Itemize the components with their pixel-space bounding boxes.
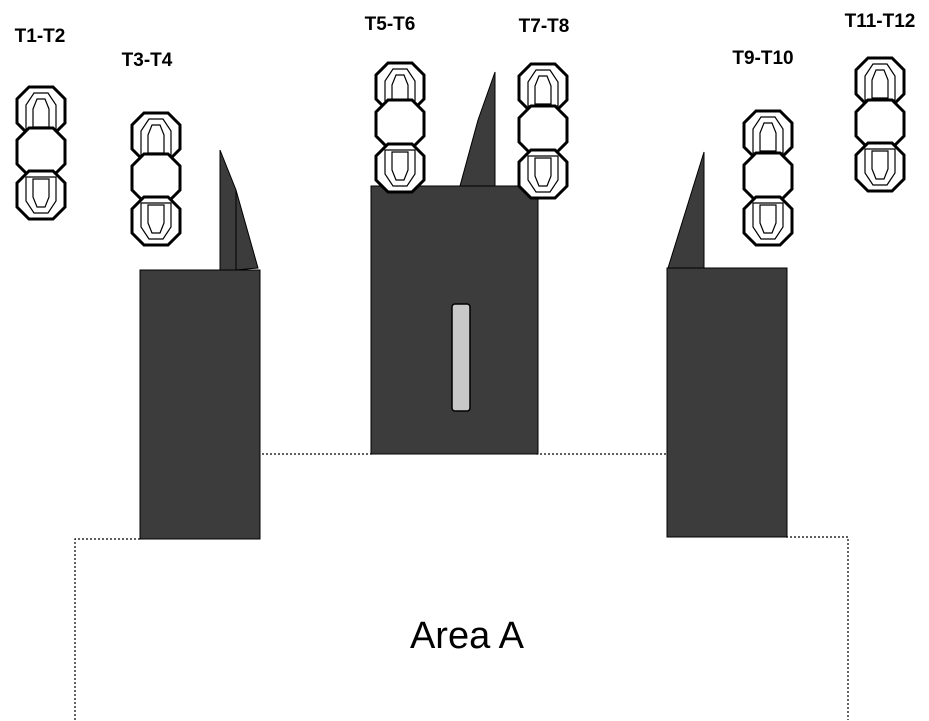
target-label-t1-t2: T1-T2 <box>15 26 66 47</box>
target-label-t9-t10: T9-T10 <box>732 48 793 69</box>
target-symbol-t5-t6 <box>374 61 426 194</box>
building-center <box>370 71 539 455</box>
building-left-fin <box>219 149 237 271</box>
target-label-t5-t6: T5-T6 <box>365 14 416 35</box>
building-right <box>666 151 788 538</box>
building-right-fin <box>667 151 705 269</box>
target-symbol-t3-t4 <box>130 111 182 247</box>
building-left-fin-side <box>235 189 259 271</box>
target-symbol-t1-t2 <box>15 85 67 221</box>
building-center-fin <box>459 71 496 187</box>
area-label: Area A <box>410 615 525 657</box>
target-symbol-t11-t12 <box>854 56 906 193</box>
target-label-t11-t12: T11-T12 <box>845 11 916 32</box>
target-symbol-t9-t10 <box>742 109 794 247</box>
target-label-t3-t4: T3-T4 <box>122 50 173 71</box>
building-left <box>139 149 261 540</box>
building-left-body <box>139 269 261 540</box>
area-boundary <box>74 453 849 720</box>
target-label-t7-t8: T7-T8 <box>519 16 570 37</box>
target-symbol-t7-t8 <box>517 62 569 200</box>
building-center-window <box>451 303 471 412</box>
building-right-body <box>666 267 788 538</box>
